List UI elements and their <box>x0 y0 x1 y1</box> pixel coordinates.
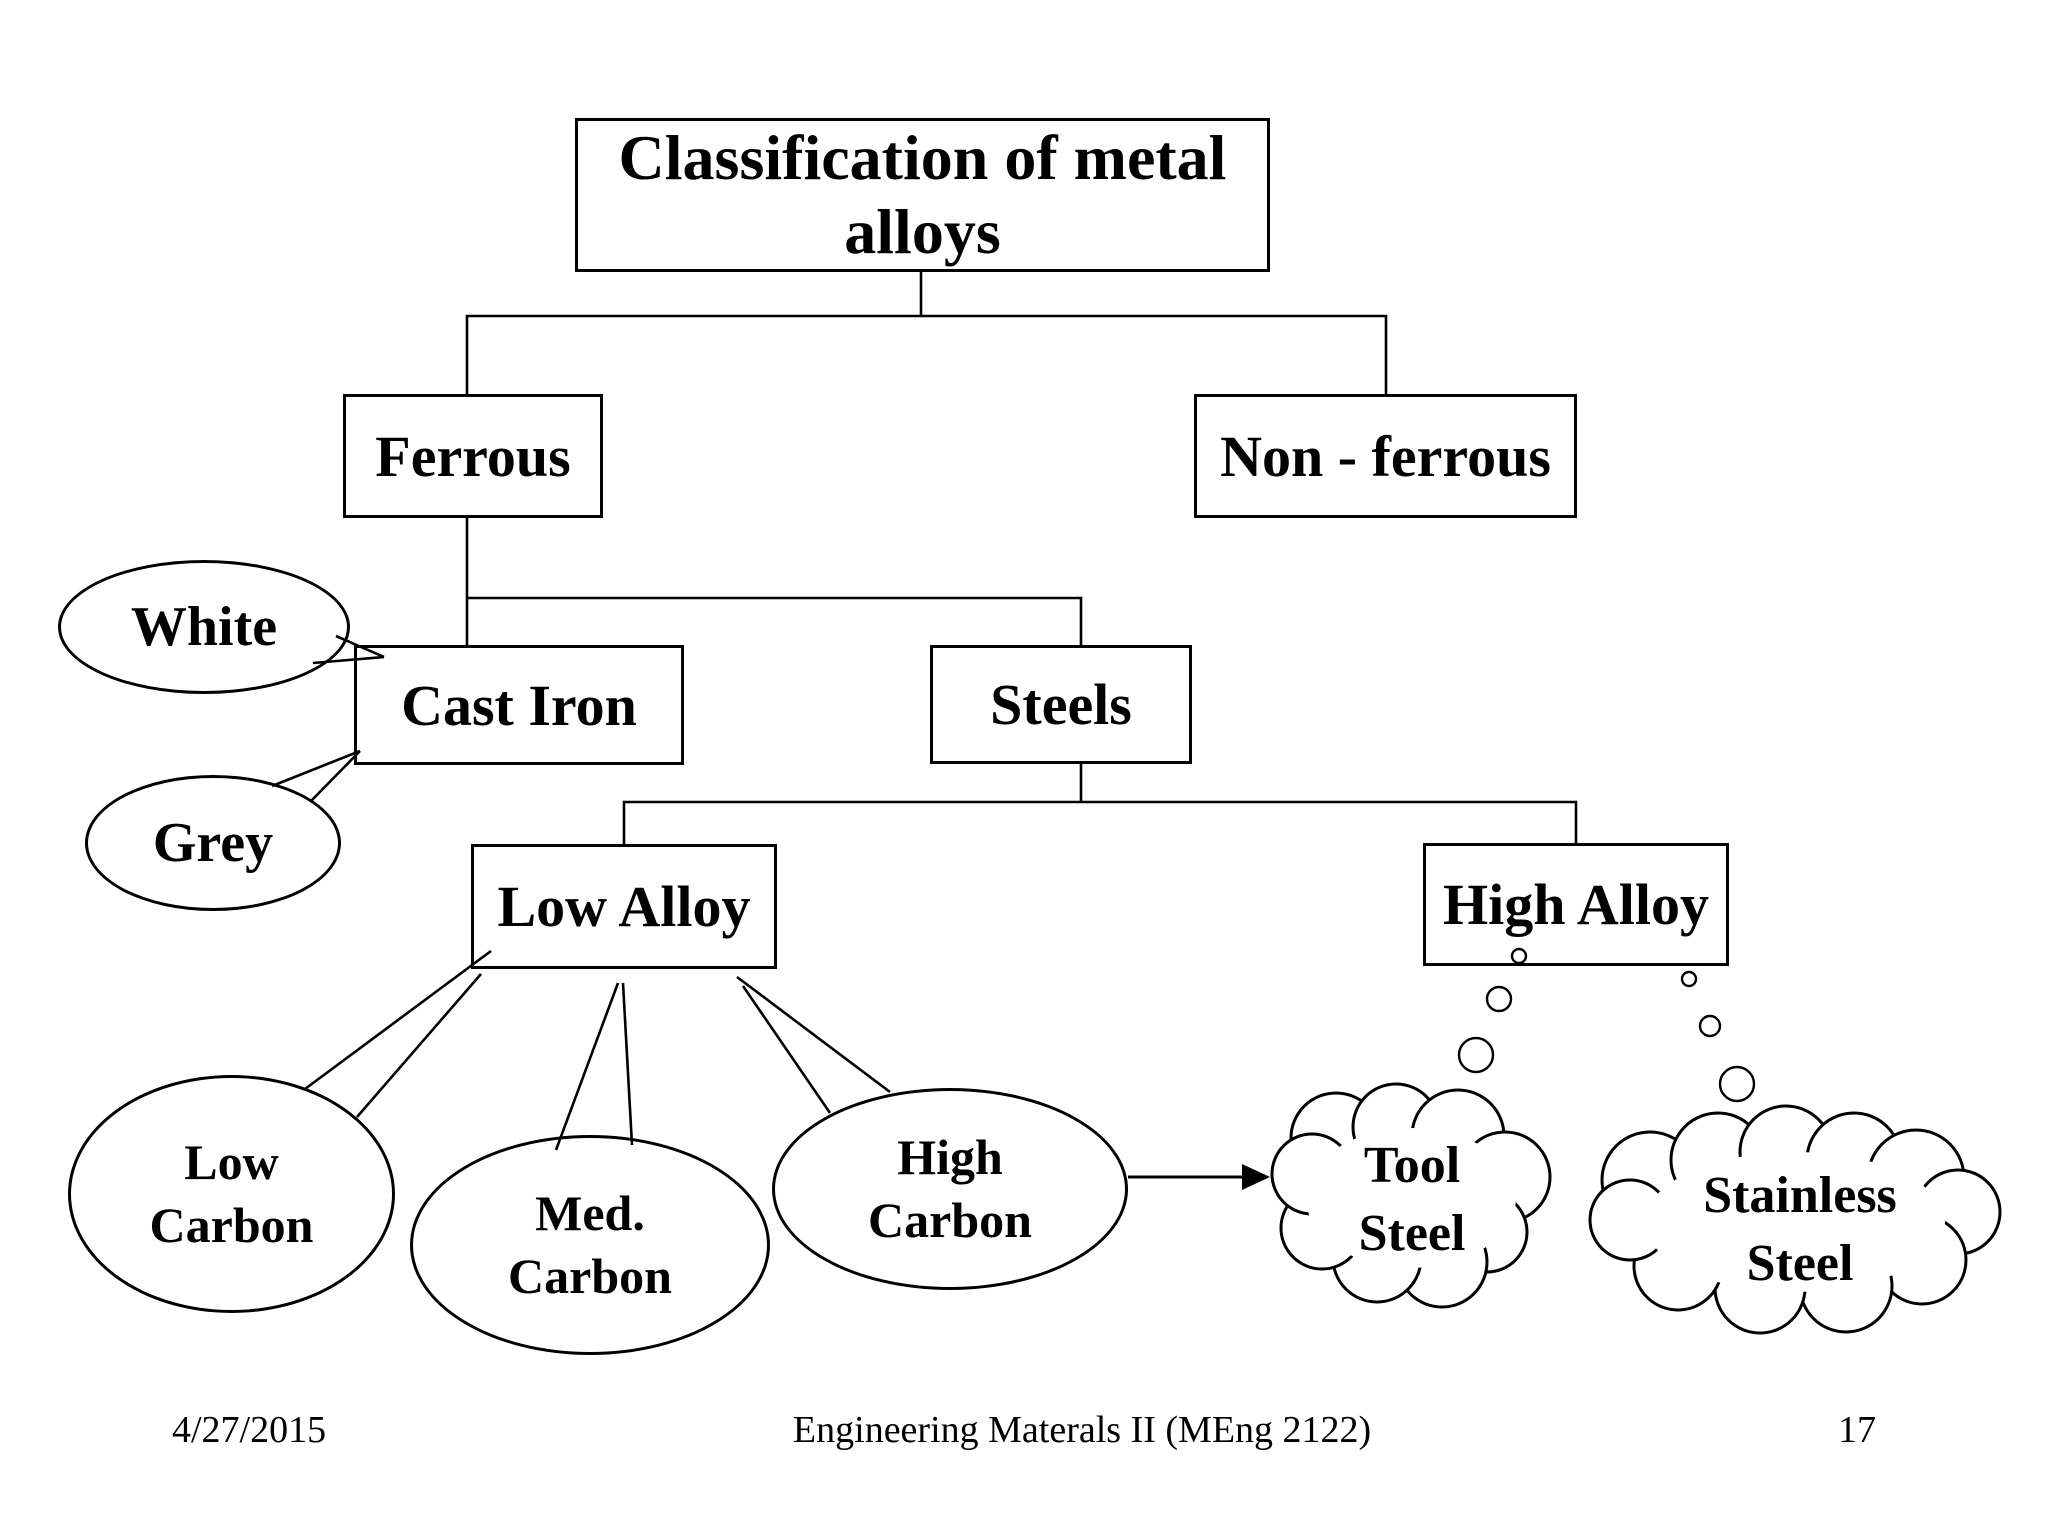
node-classification-title: Classification of metal alloys <box>575 118 1270 272</box>
callout-grey: Grey <box>85 775 341 911</box>
med-carbon-pointer-line <box>621 982 634 1146</box>
callout-label: White <box>130 596 278 658</box>
thought-circle <box>1457 1036 1495 1074</box>
footer-date: 4/27/2015 <box>172 1409 327 1451</box>
thought-trail-right <box>1680 970 1756 1103</box>
callout-white: White <box>58 560 350 694</box>
connector-title-branch <box>465 314 1388 394</box>
node-high-alloy: High Alloy <box>1423 843 1729 966</box>
connector-steels-branch <box>622 800 1578 844</box>
node-ferrous: Ferrous <box>343 394 603 518</box>
cloud-text: Stainless Steel <box>1703 1167 1897 1292</box>
high-carbon-pointer-line <box>741 985 832 1114</box>
callout-label: High Carbon <box>868 1129 1032 1248</box>
cloud-text: Tool Steel <box>1358 1137 1466 1262</box>
arrowhead-icon <box>1242 1164 1270 1190</box>
thought-circle <box>1485 985 1513 1013</box>
low-carbon-pointer-line <box>304 949 492 1091</box>
callout-label: Low Carbon <box>149 1134 314 1253</box>
thought-circle <box>1718 1065 1756 1103</box>
thought-circle <box>1698 1014 1722 1038</box>
low-carbon-pointer-line <box>356 973 482 1118</box>
connector-ferrous-steels <box>467 596 1083 645</box>
node-label: Cast Iron <box>401 672 637 738</box>
grey-pointer-line <box>271 749 361 788</box>
node-label: Low Alloy <box>497 874 751 939</box>
callout-label: Med. Carbon <box>508 1185 672 1304</box>
callout-med-carbon: Med. Carbon <box>410 1135 770 1355</box>
footer-course: Engineering Materals II (MEng 2122) <box>792 1409 1372 1451</box>
node-steels: Steels <box>930 645 1192 764</box>
callout-low-carbon: Low Carbon <box>68 1075 395 1313</box>
node-low-alloy: Low Alloy <box>471 844 777 969</box>
callout-label: Grey <box>152 812 274 874</box>
cloud-label-stainless-steel: Stainless Steel <box>1635 1155 1965 1305</box>
cloud-label-tool-steel: Tool Steel <box>1290 1130 1534 1270</box>
node-label: Steels <box>990 672 1132 737</box>
node-label: Ferrous <box>375 423 571 489</box>
grey-pointer-line <box>309 750 361 803</box>
node-label: Non - ferrous <box>1220 423 1551 489</box>
node-label: High Alloy <box>1443 872 1709 937</box>
node-label: Classification of metal alloys <box>618 122 1227 267</box>
footer-page-number: 17 <box>1838 1409 1876 1451</box>
high-carbon-pointer-line <box>736 975 891 1094</box>
thought-trail-left <box>1457 947 1528 1074</box>
node-cast-iron: Cast Iron <box>354 645 684 765</box>
slide-footer: 4/27/2015 Engineering Materals II (MEng … <box>0 1408 2048 1452</box>
med-carbon-pointer-line <box>554 982 620 1151</box>
callout-high-carbon: High Carbon <box>772 1088 1128 1290</box>
node-non-ferrous: Non - ferrous <box>1194 394 1577 518</box>
thought-circle <box>1680 970 1698 988</box>
